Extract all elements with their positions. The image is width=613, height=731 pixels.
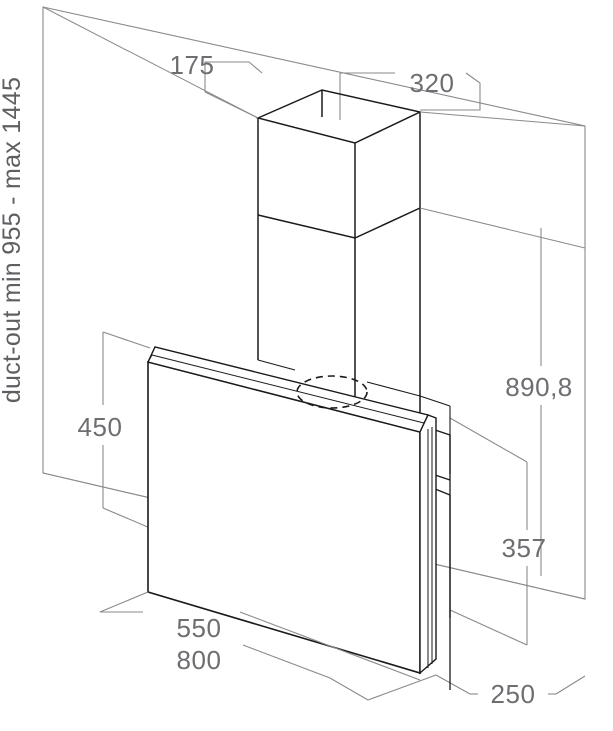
dimension-175-leader — [204, 61, 263, 92]
dimension-550-leader-right — [239, 611, 421, 681]
dimension-550-group — [99, 591, 421, 681]
dimension-357-label: 357 — [502, 533, 547, 563]
dimension-800-leader-right — [242, 644, 369, 701]
dimension-800-label: 800 — [177, 645, 222, 675]
dimension-800-group — [242, 644, 437, 701]
chimney-upper-bottom-edge — [257, 207, 421, 239]
dimension-450-group — [102, 331, 151, 529]
panel-bevel-inner-line — [151, 354, 425, 424]
wall-top-edge-left-seg — [42, 6, 259, 119]
hood-top-edge-far-right — [419, 395, 451, 407]
dimension-250-leader-left — [435, 674, 471, 695]
hood-top-edge-left — [257, 359, 296, 371]
dimension-357-leader-top — [449, 417, 528, 463]
dimension-550-label: 550 — [177, 613, 222, 643]
dimension-450-label: 450 — [78, 412, 123, 442]
dimension-250-label: 250 — [491, 679, 536, 709]
dimension-357-leader-bottom — [449, 609, 528, 646]
panel-bevel-left-return — [147, 354, 153, 363]
dimension-250-leader-right — [555, 675, 586, 695]
dimension-550-leader-left — [99, 591, 149, 613]
wall-mid-construction-line — [419, 207, 586, 249]
dimension-320-group — [339, 72, 481, 120]
dimension-250-group — [435, 674, 586, 695]
duct-outlet-ellipse — [296, 375, 368, 409]
duct-outlet-circle — [296, 375, 368, 409]
dimension-450-leader-bottom — [102, 507, 151, 529]
dimension-800-leader-return — [367, 674, 437, 701]
dimension-357-group — [449, 417, 528, 646]
chimney-duct-cover — [255, 89, 423, 239]
dimension-890-label: 890,8 — [505, 372, 573, 402]
dimension-175-label: 175 — [170, 50, 215, 80]
hood-top-surface-lines — [257, 359, 451, 435]
duct-out-range-label: duct-out min 955 - max 1445 — [0, 77, 26, 403]
dimension-320-leader-right — [420, 72, 481, 111]
dimension-320-label: 320 — [410, 68, 455, 98]
chimney-top-face — [255, 89, 423, 144]
hood-top-edge-right — [366, 381, 421, 397]
hood-panel-right-edge — [419, 414, 437, 675]
wall-top-edge-right-seg — [419, 111, 586, 127]
dimension-450-leader-top — [102, 331, 151, 349]
